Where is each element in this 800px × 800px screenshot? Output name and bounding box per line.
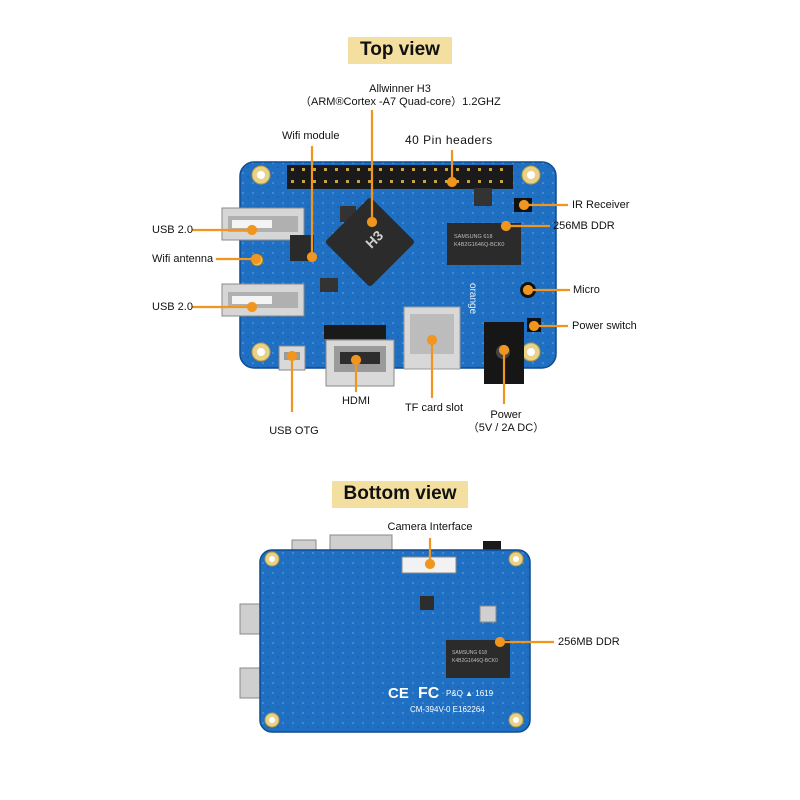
- label-camera-interface: Camera Interface: [387, 521, 473, 533]
- svg-text:SAMSUNG 618: SAMSUNG 618: [452, 650, 487, 656]
- certification-marks: CE FC P&Q ▲ 1619 CM-394V-0 E162264: [388, 685, 494, 714]
- label-usb-lower: USB 2.0: [152, 301, 193, 313]
- top-view-title: Top view: [0, 37, 800, 64]
- usb-port-upper: [221, 207, 305, 241]
- svg-text:K4B2G1646Q-BCK0: K4B2G1646Q-BCK0: [454, 242, 504, 248]
- svg-text:orange: orange: [467, 283, 478, 315]
- top-leader-lines: [192, 110, 570, 412]
- pin-header: [287, 165, 513, 189]
- label-wifi-antenna: Wifi antenna: [152, 253, 214, 265]
- label-tf-card-slot: TF card slot: [404, 402, 464, 414]
- bottom-board: SAMSUNG 618 K4B2G1646Q-BCK0 CE FC P&Q ▲ …: [239, 534, 531, 733]
- label-bottom-ddr: 256MB DDR: [558, 636, 620, 648]
- svg-text:CE: CE: [388, 685, 409, 702]
- label-micro: Micro: [573, 284, 600, 296]
- ddr-chip: SAMSUNG 618 K4B2G1646Q-BCK0: [447, 223, 521, 265]
- label-power: Power （5V / 2A DC）: [467, 409, 545, 434]
- label-ddr: 256MB DDR: [553, 220, 615, 232]
- svg-text:FC: FC: [418, 685, 440, 702]
- label-cpu: Allwinner H3 （ARM®Cortex -A7 Quad-core）1…: [300, 83, 501, 108]
- usb-port-lower: [221, 283, 305, 317]
- label-hdmi: HDMI: [341, 395, 371, 407]
- cpu-h3-chip: H3: [325, 197, 415, 287]
- bottom-view-title: Bottom view: [0, 481, 800, 508]
- top-board: H3 SAMSUNG 618 K4B2G1646Q-BCK0 orange: [221, 161, 557, 387]
- label-power-switch: Power switch: [572, 320, 637, 332]
- svg-text:K4B2G1646Q-BCK0: K4B2G1646Q-BCK0: [452, 658, 498, 664]
- label-pin-headers: 40 Pin headers: [405, 133, 493, 147]
- label-ir-receiver: IR Receiver: [572, 199, 630, 211]
- svg-text:P&Q ▲ 1619: P&Q ▲ 1619: [446, 689, 494, 698]
- svg-text:CM-394V-0 E162264: CM-394V-0 E162264: [410, 705, 485, 714]
- label-usb-upper: USB 2.0: [152, 224, 193, 236]
- label-usb-otg: USB OTG: [269, 425, 319, 437]
- mounting-holes: [251, 165, 541, 362]
- svg-text:SAMSUNG 618: SAMSUNG 618: [454, 234, 493, 240]
- bottom-leader-lines: [424, 538, 554, 648]
- label-wifi-module: Wifi module: [282, 130, 340, 142]
